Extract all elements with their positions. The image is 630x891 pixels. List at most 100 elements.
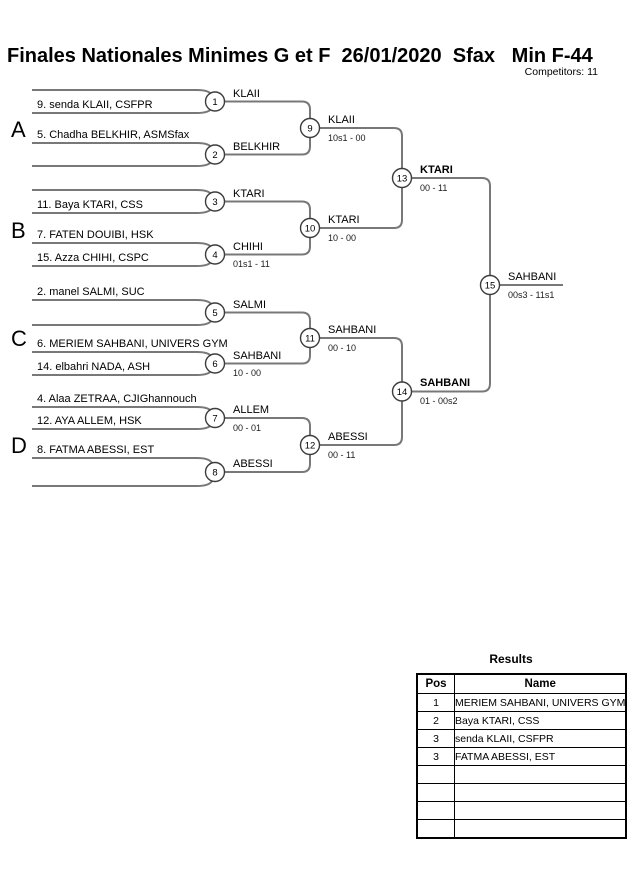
col-header-name: Name [454,673,627,694]
player-name: 4. Alaa ZETRAA, CJIGhannouch [37,393,197,405]
section-label-b: B [11,218,26,243]
table-row: 1 MERIEM SAHBANI, UNIVERS GYM [416,693,627,712]
match-circle [299,434,321,456]
table-row [416,765,627,784]
name-cell [454,819,627,839]
match-number: 14 [397,387,408,398]
match-number: 15 [485,281,496,292]
score-label: 10 - 00 [328,233,356,243]
col-header-pos: Pos [416,673,455,694]
table-row [416,783,627,802]
winner-label: SALMI [233,299,266,311]
match-circle [479,274,501,296]
player-name: 11. Baya KTARI, CSS [37,199,143,211]
results-header-row: Pos Name [416,673,627,694]
match-number: 4 [212,250,217,261]
results-table: Pos Name 1 MERIEM SAHBANI, UNIVERS GYM 2… [416,673,628,839]
section-label-c: C [11,326,27,351]
section-label-a: A [11,117,26,142]
match-circle [391,381,413,402]
name-cell: Baya KTARI, CSS [454,711,627,730]
winner-label: SAHBANI [420,377,470,389]
winner-label: KTARI [420,164,453,176]
winner-label: KLAII [233,88,260,100]
pos-cell [416,783,455,802]
winner-label: SAHBANI [328,324,376,336]
score-label: 00 - 11 [328,450,355,460]
competitors-count: Competitors: 11 [524,66,598,78]
match-number: 10 [305,224,316,235]
table-row [416,801,627,820]
table-row: 3 FATMA ABESSI, EST [416,747,627,766]
player-name: 14. elbahri NADA, ASH [37,361,150,373]
bracket-line [32,142,213,167]
score-label: 00 - 10 [328,343,356,353]
player-name: 6. MERIEM SAHBANI, UNIVERS GYM [37,338,228,350]
match-circle [204,244,226,265]
match-number: 13 [397,174,408,185]
pos-cell: 2 [416,711,455,730]
winner-label: ALLEM [233,404,269,416]
player-name: 12. AYA ALLEM, HSK [37,415,142,427]
player-name: 15. Azza CHIHI, CSPC [37,252,149,264]
section-label-d: D [11,433,27,458]
match-number: 7 [212,414,217,425]
pos-cell: 3 [416,729,455,748]
winner-label: KTARI [328,214,360,226]
pos-cell: 1 [416,693,455,712]
score-label: 10 - 00 [233,368,261,378]
pos-cell [416,765,455,784]
match-circle [204,407,226,429]
name-cell: senda KLAII, CSFPR [454,729,627,748]
match-circle [204,461,226,483]
player-name: 5. Chadha BELKHIR, ASMSfax [37,129,190,141]
bracket-line [319,337,403,446]
bracket-line [319,127,403,229]
match-number: 1 [212,97,217,108]
bracket-line [32,299,213,326]
match-circle [204,353,226,374]
name-cell: MERIEM SAHBANI, UNIVERS GYM [454,693,627,712]
winner-label: SAHBANI [508,271,556,283]
results-title: Results [489,652,533,666]
score-label: 01s1 - 11 [233,259,270,269]
match-circle [204,302,226,323]
pos-cell: 3 [416,747,455,766]
match-number: 8 [212,468,217,479]
match-circle [299,327,321,349]
match-number: 2 [212,150,217,161]
winner-label: ABESSI [233,458,273,470]
match-circle [299,117,321,139]
table-row: 2 Baya KTARI, CSS [416,711,627,730]
winner-label: BELKHIR [233,141,280,153]
score-label: 01 - 00s2 [420,396,458,406]
match-number: 11 [305,334,315,345]
name-cell [454,801,627,820]
name-cell [454,783,627,802]
match-number: 3 [212,197,217,208]
player-name: 7. FATEN DOUIBI, HSK [37,229,154,241]
bracket-diagram: A B C D 1 2 3 4 5 6 [11,88,563,487]
winner-label: CHIHI [233,241,263,253]
match-circle [391,167,413,189]
match-number: 9 [307,124,312,135]
score-label: 00 - 11 [420,183,447,193]
match-circle [204,91,226,112]
match-number: 12 [305,441,316,452]
match-number: 5 [212,308,217,319]
match-circle [299,217,321,239]
page-title: Finales Nationales Minimes G et F 26/01/… [7,45,593,67]
bracket-line [32,457,213,487]
match-circle [204,144,226,165]
winner-label: ABESSI [328,431,368,443]
player-name: 2. manel SALMI, SUC [37,286,145,298]
pos-cell [416,801,455,820]
score-label: 00 - 01 [233,423,261,433]
match-number: 6 [212,359,217,370]
score-label: 10s1 - 00 [328,133,366,143]
player-name: 9. senda KLAII, CSFPR [37,99,153,111]
winner-label: KLAII [328,114,355,126]
table-row: 3 senda KLAII, CSFPR [416,729,627,748]
bracket-line [411,177,491,393]
